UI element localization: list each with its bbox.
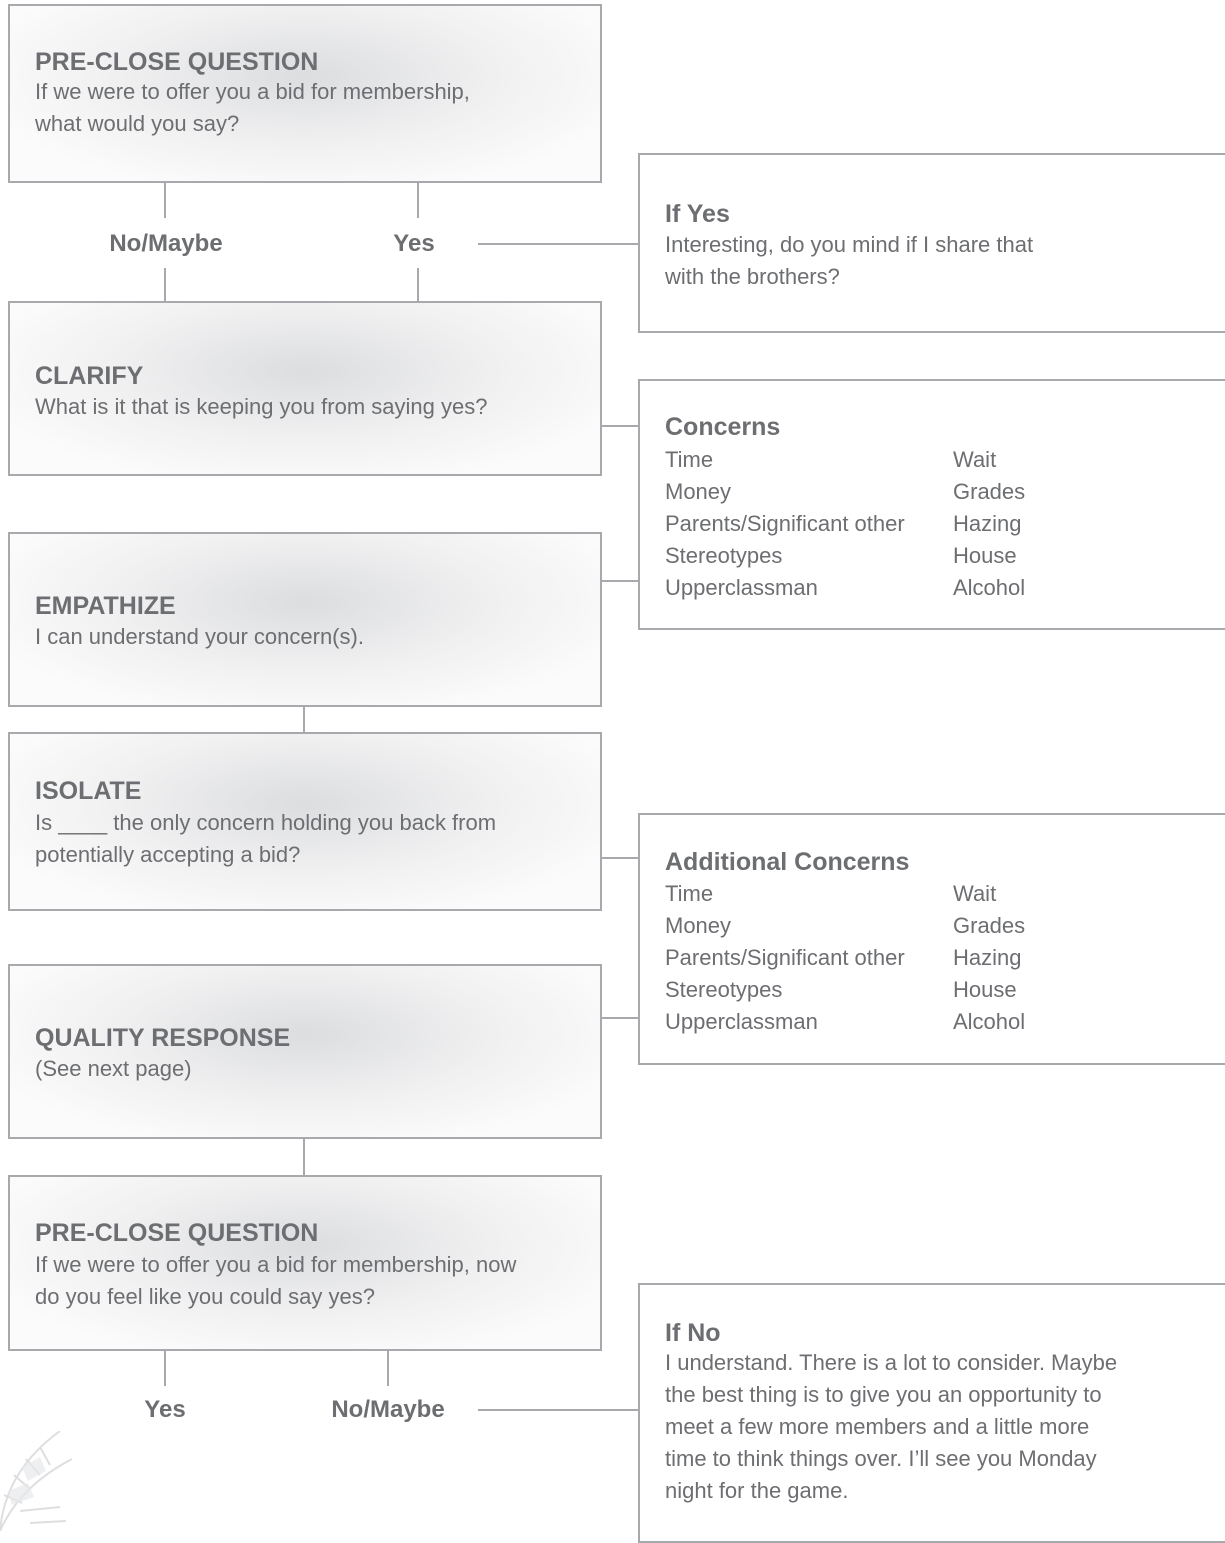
box-text-line: (See next page) (35, 1056, 192, 1081)
branch-label-no-maybe: No/Maybe (331, 1396, 445, 1423)
box-text: I can understand your concern(s). (35, 621, 364, 653)
connector-line (387, 1350, 389, 1386)
concern-item: Alcohol (953, 575, 1026, 600)
concern-item: Upperclassman (665, 575, 818, 600)
box-text-line: Is ____ the only concern holding you bac… (35, 810, 497, 835)
quality-response-box: QUALITY RESPONSE (See next page) (8, 964, 602, 1139)
box-title: Concerns (665, 413, 781, 441)
box-title: If No (665, 1319, 721, 1347)
concern-item: Money (665, 479, 732, 504)
concern-item: Upperclassman (665, 1009, 818, 1034)
box-title: ISOLATE (35, 777, 142, 805)
box-title: PRE-CLOSE QUESTION (35, 48, 319, 76)
box-text-line: potentially accepting a bid? (35, 842, 301, 867)
concern-item: Parents/Significant other (665, 945, 905, 970)
branch-label-no-maybe: No/Maybe (109, 230, 223, 257)
box-text-line: I can understand your concern(s). (35, 624, 364, 649)
pre-close-question-box: PRE-CLOSE QUESTION If we were to offer y… (8, 4, 602, 183)
concern-item: Wait (953, 881, 997, 906)
box-text: If we were to offer you a bid for member… (35, 1249, 516, 1313)
concerns-column-2: Wait Grades Hazing House Alcohol (953, 444, 1025, 604)
box-text-line: If we were to offer you a bid for member… (35, 1252, 517, 1277)
if-yes-box: If Yes Interesting, do you mind if I sha… (638, 153, 1225, 333)
branch-label-yes: Yes (144, 1396, 186, 1423)
concern-item: Stereotypes (665, 977, 783, 1002)
concern-item: Grades (953, 479, 1026, 504)
box-title: If Yes (665, 200, 730, 228)
concern-item: Time (665, 447, 714, 472)
box-text-line: do you feel like you could say yes? (35, 1284, 375, 1309)
box-text: What is it that is keeping you from sayi… (35, 391, 487, 423)
concern-item: House (953, 977, 1017, 1002)
connector-line (478, 1409, 638, 1411)
concerns-column-1: Time Money Parents/Significant other Ste… (665, 444, 905, 604)
connector-line (417, 182, 419, 218)
empathize-box: EMPATHIZE I can understand your concern(… (8, 532, 602, 707)
connector-line (600, 425, 638, 427)
concern-item: House (953, 543, 1017, 568)
concern-item: Alcohol (953, 1009, 1026, 1034)
concern-item: Hazing (953, 945, 1022, 970)
branch-label-yes: Yes (393, 230, 435, 257)
concern-item: Stereotypes (665, 543, 783, 568)
if-no-box: If No I understand. There is a lot to co… (638, 1283, 1225, 1543)
connector-line (600, 580, 638, 582)
clarify-box: CLARIFY What is it that is keeping you f… (8, 301, 602, 476)
additional-concerns-column-1: Time Money Parents/Significant other Ste… (665, 878, 905, 1038)
connector-line (600, 1017, 638, 1019)
box-title: QUALITY RESPONSE (35, 1024, 291, 1052)
concern-item: Parents/Significant other (665, 511, 905, 536)
concerns-box: Concerns Time Money Parents/Significant … (638, 379, 1225, 630)
box-text-line: If we were to offer you a bid for member… (35, 79, 470, 104)
connector-line (478, 243, 638, 245)
additional-concerns-column-2: Wait Grades Hazing House Alcohol (953, 878, 1025, 1038)
box-text-line: meet a few more members and a little mor… (665, 1414, 1090, 1439)
box-title: PRE-CLOSE QUESTION (35, 1219, 319, 1247)
box-title: CLARIFY (35, 362, 144, 390)
concern-item: Time (665, 881, 714, 906)
concern-item: Money (665, 913, 732, 938)
box-text-line: I understand. There is a lot to consider… (665, 1350, 1118, 1375)
box-text-line: What is it that is keeping you from sayi… (35, 394, 488, 419)
box-text-line: with the brothers? (665, 264, 840, 289)
connector-line (417, 268, 419, 302)
box-text-line: time to think things over. I’ll see you … (665, 1446, 1097, 1471)
box-text-line: night for the game. (665, 1478, 849, 1503)
concern-item: Hazing (953, 511, 1022, 536)
box-text-line: Interesting, do you mind if I share that (665, 232, 1034, 257)
isolate-box: ISOLATE Is ____ the only concern holding… (8, 732, 602, 911)
box-title: EMPATHIZE (35, 592, 176, 620)
connector-line (303, 706, 305, 733)
connector-line (164, 268, 166, 302)
brick-arch-decoration (0, 1431, 73, 1531)
box-text: Is ____ the only concern holding you bac… (35, 807, 496, 871)
connector-line (303, 1137, 305, 1176)
pre-close-question-box-2: PRE-CLOSE QUESTION If we were to offer y… (8, 1175, 602, 1351)
connector-line (164, 182, 166, 218)
box-text-line: the best thing is to give you an opportu… (665, 1382, 1102, 1407)
box-text: (See next page) (35, 1053, 192, 1085)
connector-line (600, 857, 638, 859)
concern-item: Wait (953, 447, 997, 472)
box-text: I understand. There is a lot to consider… (665, 1347, 1117, 1507)
concern-item: Grades (953, 913, 1026, 938)
box-text-line: what would you say? (35, 111, 240, 136)
box-text: Interesting, do you mind if I share that… (665, 229, 1033, 293)
connector-line (164, 1350, 166, 1386)
additional-concerns-box: Additional Concerns Time Money Parents/S… (638, 813, 1225, 1065)
box-title: Additional Concerns (665, 848, 910, 876)
box-text: If we were to offer you a bid for member… (35, 76, 470, 140)
